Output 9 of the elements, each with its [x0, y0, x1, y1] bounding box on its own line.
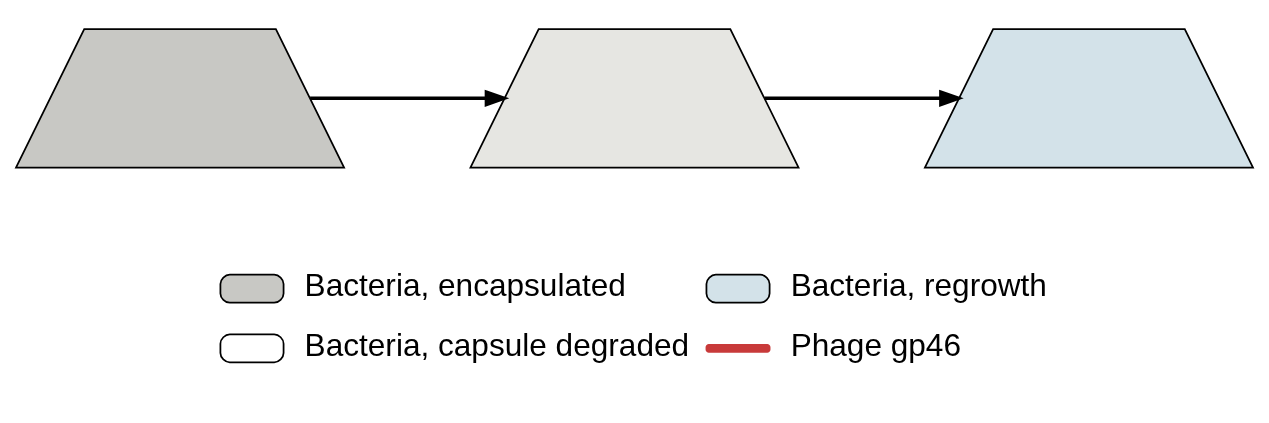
- arrow: [310, 89, 510, 107]
- node-picture: [923, 28, 1255, 169]
- node-picture: [469, 28, 800, 169]
- legend-label: Bacteria, capsule degraded: [304, 327, 690, 364]
- node-picture: [14, 28, 346, 169]
- legend-label: Bacteria, encapsulated: [304, 267, 626, 304]
- legend-label: Bacteria, regrowth: [790, 267, 1047, 304]
- arrow: [764, 89, 964, 107]
- legend-label: Phage gp46: [790, 327, 962, 364]
